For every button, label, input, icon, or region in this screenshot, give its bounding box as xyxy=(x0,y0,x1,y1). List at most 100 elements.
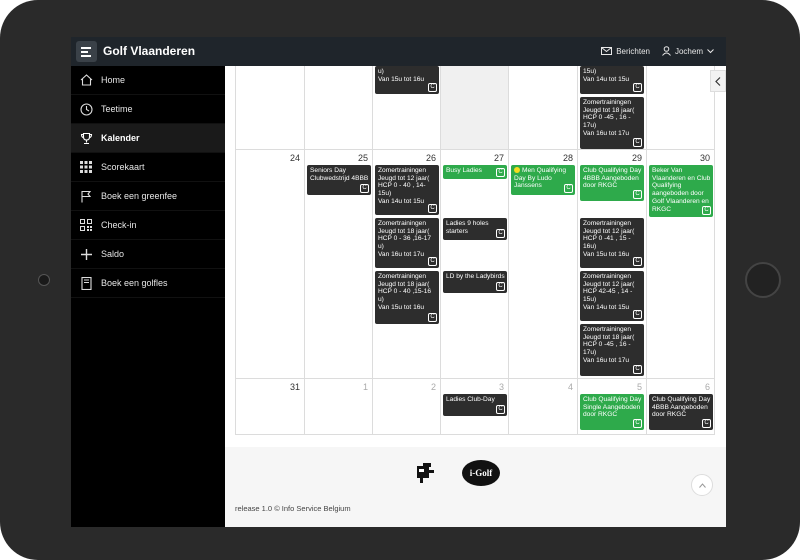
sidebar-item-check-in[interactable]: Check-in xyxy=(71,211,225,240)
sidebar-item-home[interactable]: Home xyxy=(71,66,225,95)
status-dot-icon xyxy=(514,167,520,173)
calendar-event[interactable]: Zomertrainingen Jeugd tot 18 jaar( HCP 0… xyxy=(580,324,644,376)
calendar-event[interactable]: Zomertrainingen Jeugd tot 18 jaar( HCP 0… xyxy=(375,218,439,268)
event-badge: C xyxy=(702,206,711,215)
event-badge: C xyxy=(633,310,642,319)
event-badge: C xyxy=(360,184,369,193)
golf-vlaanderen-logo xyxy=(417,463,434,483)
chevron-left-icon xyxy=(715,76,721,86)
sidebar-item-kalender[interactable]: Kalender xyxy=(71,124,225,153)
day-number: 24 xyxy=(289,153,300,163)
trophy-icon xyxy=(79,131,93,145)
calendar-day-cell[interactable] xyxy=(578,66,647,150)
chevron-up-icon xyxy=(698,482,706,488)
calendar-event[interactable]: Club Qualifying Day Single Aangeboden do… xyxy=(580,394,644,430)
user-menu[interactable]: Jochem xyxy=(662,46,714,56)
calendar-day-cell[interactable]: 5 xyxy=(578,379,647,435)
calendar-day-cell[interactable]: 6 xyxy=(647,379,715,435)
calendar-event[interactable]: Beker Van Vlaanderen en Club Qualifying … xyxy=(649,165,713,217)
home-hardware-button[interactable] xyxy=(745,262,781,298)
calendar-day-cell[interactable] xyxy=(235,66,305,150)
calendar-day-cell[interactable]: 2 xyxy=(373,379,441,435)
day-number: 30 xyxy=(699,153,710,163)
app-title: Golf Vlaanderen xyxy=(103,44,196,58)
calendar-event[interactable]: Zomertrainingen Jeugd tot 12 jaar( HCP 0… xyxy=(375,165,439,215)
calendar-day-cell[interactable]: 26 xyxy=(373,150,441,379)
sidebar-item-boek-een-greenfee[interactable]: Boek een greenfee xyxy=(71,182,225,211)
event-title: Zomertrainingen Jeugd tot 18 jaar( HCP 0… xyxy=(583,326,635,364)
calendar-event[interactable]: Zomertrainingen Jeugd tot 18 jaar( HCP 0… xyxy=(375,271,439,324)
scroll-top-button[interactable] xyxy=(691,474,713,496)
qr-icon xyxy=(79,218,93,232)
calendar-day-cell[interactable]: 25 xyxy=(305,150,373,379)
calendar-day-cell[interactable]: 28 xyxy=(509,150,578,379)
calendar-day-cell[interactable]: 24 xyxy=(235,150,305,379)
grid-icon xyxy=(79,160,93,174)
top-bar: Golf Vlaanderen Berichten Jochem xyxy=(71,37,726,66)
event-title: u) Van 15u tot 16u xyxy=(378,68,425,83)
event-title: Club Qualifying Day Single Aangeboden do… xyxy=(583,396,642,419)
day-number: 25 xyxy=(357,153,368,163)
calendar-day-cell[interactable]: 1 xyxy=(305,379,373,435)
calendar-day-cell[interactable] xyxy=(373,66,441,150)
event-title: Zomertrainingen Jeugd tot 18 jaar( HCP 0… xyxy=(378,220,432,258)
sidebar-item-boek-een-golfles[interactable]: Boek een golfles xyxy=(71,269,225,298)
sidebar-item-scorekaart[interactable]: Scorekaart xyxy=(71,153,225,182)
calendar-event[interactable]: Club Qualifying Day 4BBB Aangeboden door… xyxy=(580,165,644,201)
calendar-day-cell[interactable]: 4 xyxy=(509,379,578,435)
event-badge: C xyxy=(633,83,642,92)
calendar-event[interactable]: Club Qualifying Day 4BBB Aangeboden door… xyxy=(649,394,713,430)
user-name: Jochem xyxy=(674,46,703,56)
calendar-day-cell[interactable]: 30 xyxy=(647,150,715,379)
day-number: 3 xyxy=(498,382,504,392)
plus-icon xyxy=(79,247,93,261)
chevron-down-icon xyxy=(707,48,714,53)
event-title: 15u) Van 14u tot 15u xyxy=(583,68,630,83)
calendar-event[interactable]: Zomertrainingen Jeugd tot 18 jaar( HCP 0… xyxy=(580,97,644,149)
day-number: 6 xyxy=(704,382,710,392)
calendar-day-cell[interactable] xyxy=(509,66,578,150)
calendar-day-cell[interactable]: 29 xyxy=(578,150,647,379)
event-title: Beker Van Vlaanderen en Club Qualifying … xyxy=(652,167,711,213)
user-icon xyxy=(662,46,671,56)
event-title: Zomertrainingen Jeugd tot 12 jaar( HCP 0… xyxy=(583,220,635,258)
hamburger-menu-button[interactable] xyxy=(76,41,97,62)
day-number: 4 xyxy=(567,382,573,392)
flag-icon xyxy=(79,189,93,203)
calendar-day-cell[interactable] xyxy=(441,66,509,150)
sidebar-item-teetime[interactable]: Teetime xyxy=(71,95,225,124)
day-number: 28 xyxy=(562,153,573,163)
sidebar-item-saldo[interactable]: Saldo xyxy=(71,240,225,269)
messages-link[interactable]: Berichten xyxy=(601,47,650,56)
event-badge: C xyxy=(702,419,711,428)
footer: i-Golf release 1.0 © Info Service Belgiu… xyxy=(225,447,726,527)
calendar-event[interactable]: Zomertrainingen Jeugd tot 12 jaar( HCP 0… xyxy=(580,218,644,268)
collapse-panel-button[interactable] xyxy=(710,70,726,92)
mail-icon xyxy=(601,47,613,55)
event-badge: C xyxy=(428,204,437,213)
calendar-day-cell[interactable] xyxy=(305,66,373,150)
event-title: Club Qualifying Day 4BBB Aangeboden door… xyxy=(583,167,642,190)
event-badge: C xyxy=(633,257,642,266)
calendar-day-cell[interactable]: 3 xyxy=(441,379,509,435)
camera-icon xyxy=(38,274,50,286)
calendar-day-cell[interactable]: 27 xyxy=(441,150,509,379)
calendar-event[interactable]: Zomertrainingen Jeugd tot 12 jaar( HCP 4… xyxy=(580,271,644,321)
messages-label: Berichten xyxy=(616,46,650,56)
event-badge: C xyxy=(496,229,505,238)
sidebar-item-label: Home xyxy=(101,75,126,85)
calendar-day-cell[interactable] xyxy=(647,66,715,150)
calendar-day-cell[interactable]: 31 xyxy=(235,379,305,435)
home-icon xyxy=(79,73,93,87)
